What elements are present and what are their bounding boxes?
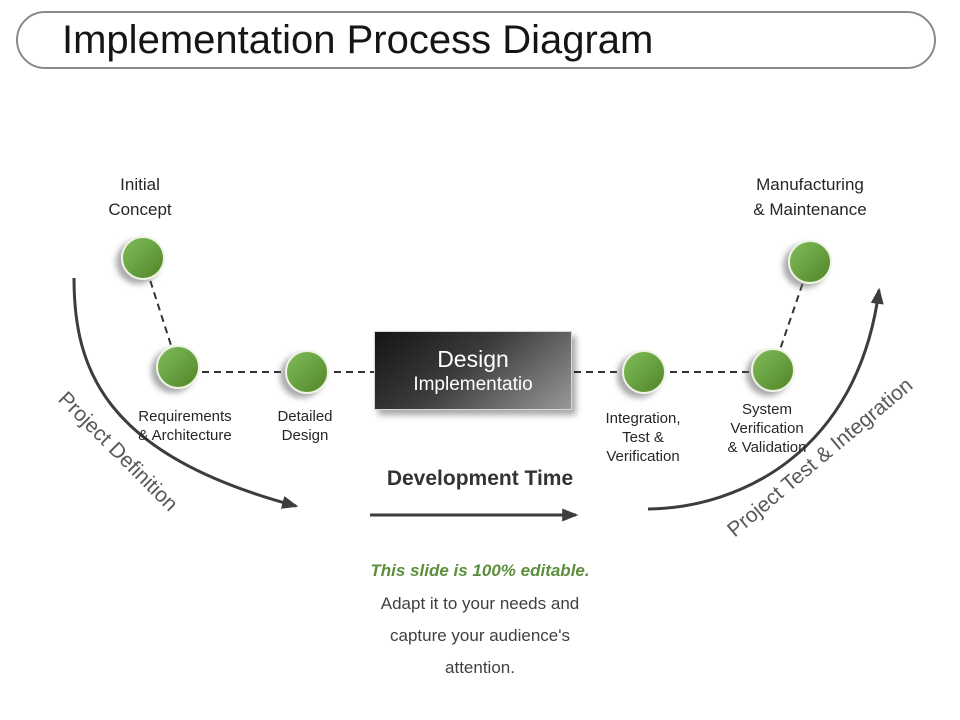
project-definition-arrow <box>72 277 299 509</box>
footer-note-line: capture your audience's <box>390 626 570 645</box>
label-line: Verification <box>730 420 804 437</box>
label-line: Initial <box>120 175 160 194</box>
node-system-verification <box>751 348 795 392</box>
design-implementation-box: Design Implementatio <box>374 331 572 410</box>
node-initial-concept <box>121 236 165 280</box>
label-line: Test & <box>622 429 664 446</box>
label-line: & Architecture <box>138 427 232 444</box>
label-line: & Validation <box>727 439 807 456</box>
footer-note: This slide is 100% editable. Adapt it to… <box>280 561 680 690</box>
label-detailed-design: Detailed Design <box>250 407 360 445</box>
editable-note-line: This slide is 100% editable. <box>370 561 590 580</box>
label-requirements: Requirements & Architecture <box>115 407 255 445</box>
label-initial-concept: Initial Concept <box>65 172 215 222</box>
node-integration <box>622 350 666 394</box>
node-detailed-design <box>285 350 329 394</box>
footer-note-line: attention. <box>445 658 515 677</box>
page-title: Implementation Process Diagram <box>62 17 654 62</box>
node-requirements <box>156 345 200 389</box>
box-label-line2: Implementatio <box>413 373 533 395</box>
label-line: & Maintenance <box>753 200 867 219</box>
label-system-verification: System Verification & Validation <box>707 400 827 457</box>
label-manufacturing: Manufacturing & Maintenance <box>725 172 895 222</box>
title-container: Implementation Process Diagram <box>16 11 936 69</box>
label-line: Detailed <box>277 408 333 425</box>
footer-note-line: Adapt it to your needs and <box>380 594 580 613</box>
label-integration: Integration, Test & Verification <box>583 409 703 466</box>
development-time-label: Development Time <box>386 467 574 490</box>
label-line: System <box>741 401 792 418</box>
box-label-line1: Design <box>437 345 509 372</box>
label-line: Concept <box>108 200 172 219</box>
label-line: Integration, <box>605 410 681 427</box>
label-line: Manufacturing <box>756 175 864 194</box>
project-test-integration-arrow <box>647 287 884 511</box>
label-line: Design <box>281 427 329 444</box>
node-manufacturing <box>788 240 832 284</box>
label-line: Requirements <box>138 408 232 425</box>
label-line: Verification <box>606 448 680 465</box>
